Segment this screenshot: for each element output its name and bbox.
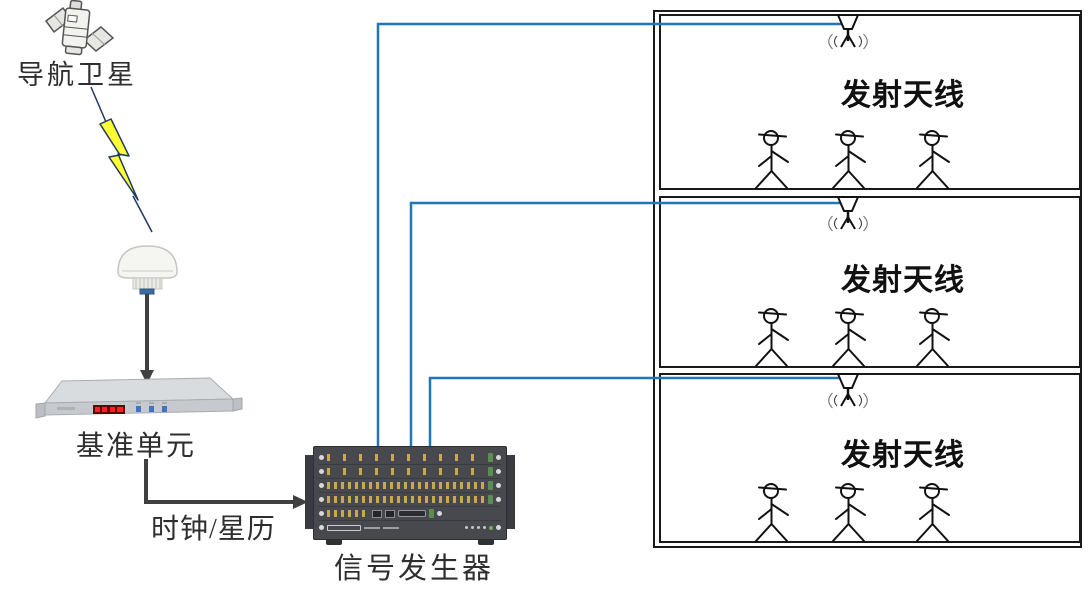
rf-connectors bbox=[327, 482, 485, 489]
clock-ephemeris-label: 时钟/星历 bbox=[151, 514, 276, 545]
person-figure bbox=[755, 483, 789, 542]
elbow-arrow-icon bbox=[144, 459, 308, 509]
signal-generator-foot bbox=[478, 540, 494, 545]
rooms-outer-enclosure bbox=[653, 10, 1082, 548]
signal-generator-device bbox=[313, 446, 507, 540]
room-2 bbox=[659, 196, 1081, 368]
rf-connectors bbox=[327, 496, 485, 503]
screw-icon bbox=[496, 483, 501, 488]
screw-icon bbox=[437, 511, 442, 516]
green-connector bbox=[429, 509, 434, 518]
sg-module-row bbox=[319, 451, 501, 465]
transmit-antenna-icon bbox=[827, 13, 869, 51]
person-figure bbox=[755, 308, 789, 367]
reference-unit-device bbox=[35, 377, 243, 419]
signal-links bbox=[376, 22, 842, 452]
screw-icon bbox=[496, 469, 501, 474]
room-3-label: 发射天线 bbox=[841, 439, 965, 472]
screw-icon bbox=[319, 525, 324, 530]
status-leds bbox=[465, 525, 493, 530]
screw-icon bbox=[319, 511, 324, 516]
led-indicator bbox=[471, 526, 474, 529]
satellite-label: 导航卫星 bbox=[17, 60, 137, 90]
screw-icon bbox=[319, 469, 324, 474]
ethernet-port-icon bbox=[385, 509, 395, 518]
screw-icon bbox=[319, 483, 324, 488]
person-figure bbox=[832, 308, 866, 367]
green-connector bbox=[488, 453, 493, 462]
link-line-room-2 bbox=[409, 201, 841, 452]
panel-slot bbox=[364, 526, 380, 529]
person-figure bbox=[832, 483, 866, 542]
signal-generator-foot bbox=[326, 540, 342, 545]
rf-connectors bbox=[327, 510, 369, 517]
led-indicator bbox=[477, 526, 480, 529]
person-figure bbox=[916, 130, 950, 189]
rf-connectors bbox=[327, 454, 485, 461]
screw-icon bbox=[496, 497, 501, 502]
rf-connectors bbox=[327, 468, 485, 475]
screw-icon bbox=[496, 455, 501, 460]
panel-slot bbox=[383, 526, 399, 529]
sg-bottom-row bbox=[319, 521, 501, 534]
ethernet-port-icon bbox=[372, 509, 382, 518]
person-figure bbox=[832, 130, 866, 189]
green-connector bbox=[488, 495, 493, 504]
led-indicator bbox=[465, 526, 468, 529]
led-indicator bbox=[489, 525, 493, 530]
lightning-bolt-icon bbox=[90, 86, 153, 233]
reference-unit-label: 基准单元 bbox=[76, 431, 197, 462]
link-line-room-3 bbox=[428, 376, 841, 452]
person-figure bbox=[916, 308, 950, 367]
satellite-icon bbox=[44, 0, 115, 56]
green-connector bbox=[488, 467, 493, 476]
person-figure bbox=[755, 130, 789, 189]
screw-icon bbox=[319, 497, 324, 502]
room-1-label: 发射天线 bbox=[841, 79, 965, 112]
room-1 bbox=[659, 14, 1081, 190]
signal-generator-rack-ear bbox=[305, 455, 313, 529]
sg-module-row bbox=[319, 465, 501, 479]
room-2-label: 发射天线 bbox=[841, 264, 965, 297]
sg-module-row bbox=[319, 493, 501, 507]
green-connector bbox=[488, 481, 493, 490]
screw-icon bbox=[496, 525, 501, 530]
serial-port-icon bbox=[398, 510, 426, 517]
gnss-dome-antenna-icon bbox=[117, 245, 178, 295]
link-line-room-1 bbox=[376, 22, 842, 452]
person-figure bbox=[916, 483, 950, 542]
led-indicator bbox=[483, 526, 486, 529]
signal-generator-rack-ear bbox=[507, 455, 515, 529]
sg-module-row bbox=[319, 507, 501, 521]
screw-icon bbox=[319, 455, 324, 460]
down-arrow bbox=[140, 294, 154, 384]
sg-module-row bbox=[319, 479, 501, 493]
panel-slot bbox=[327, 524, 361, 531]
signal-generator-label: 信号发生器 bbox=[334, 553, 495, 585]
room-3 bbox=[659, 373, 1081, 543]
